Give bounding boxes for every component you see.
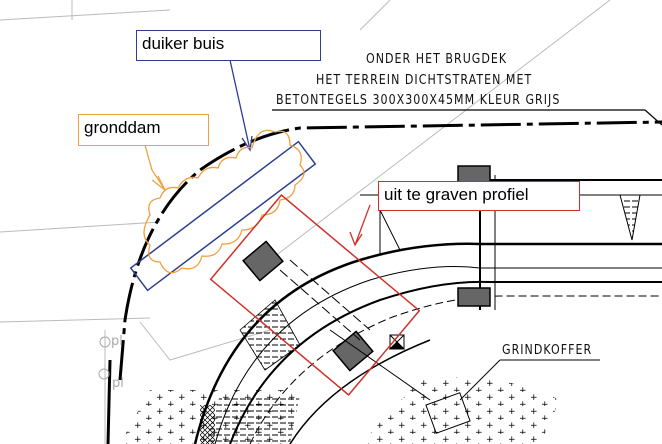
culvert-outline (129, 140, 317, 292)
road-edge (118, 120, 662, 381)
note-leader (644, 109, 662, 126)
culvert-label: duiker buis (142, 34, 225, 53)
note-line-2: HET TERREIN DICHTSTRATEN MET (316, 73, 533, 88)
detail-lines (279, 259, 600, 434)
excavation-outline (209, 193, 421, 397)
earth-dam-callout: gronddam (78, 114, 209, 146)
culvert-leader (229, 59, 251, 151)
earth-dam-arrowhead (151, 175, 166, 191)
culvert-arrowhead (241, 135, 253, 152)
terrain-lines (0, 0, 611, 444)
earth-dam-cloud (143, 129, 305, 274)
crosshatch-fill (200, 405, 215, 444)
paving-fill-right (360, 377, 560, 444)
pl-circle-icon (99, 336, 111, 348)
excavation-label: uit te graven profiel (384, 185, 529, 204)
gravel-bed-label: GRINDKOFFER (502, 343, 593, 358)
note-line-3: BETONTEGELS 300X300X45MM KLEUR GRIJS (276, 93, 561, 108)
hatched-slope (239, 299, 301, 371)
road-edge-lower (106, 359, 112, 444)
culvert-callout: duiker buis (136, 30, 321, 61)
note-line-1: ONDER HET BRUGDEK (366, 52, 508, 67)
earth-dam-label: gronddam (84, 118, 161, 137)
pl-label-2: pl (112, 376, 124, 391)
hatched-fill (205, 395, 300, 444)
earth-dam-leader (144, 144, 166, 191)
excavation-leader (354, 204, 371, 246)
pl-label-1: pl (111, 334, 123, 349)
excavation-arrowhead (349, 231, 363, 247)
excavation-callout: uit te graven profiel (378, 181, 580, 211)
hatched-wedge (619, 194, 641, 241)
pl-circle-icon (98, 368, 110, 380)
